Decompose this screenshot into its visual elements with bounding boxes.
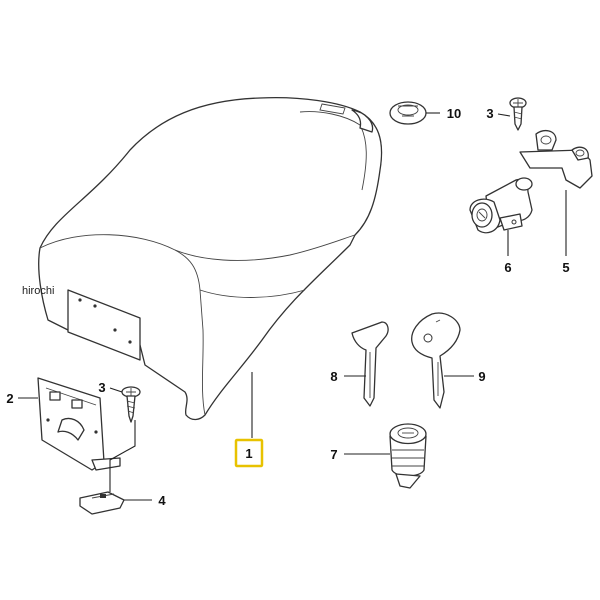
screw-part-left [121,386,141,423]
callout-9: 9 [478,369,485,384]
lock-cylinder-part [469,177,533,234]
callout-3-right: 3 [486,106,493,121]
callout-6: 6 [504,260,511,275]
mounting-bracket-part [37,377,121,471]
callout-2: 2 [6,391,13,406]
plain-key-part [351,321,389,407]
watermark-text: hirochi [22,285,54,297]
screw-part-right [509,97,527,131]
callout-3-left: 3 [98,380,105,395]
clip-nut-part [79,491,125,515]
callout-labels: 1 2 3 3 4 5 6 7 8 9 10 [6,106,569,508]
leader-lines [18,112,567,501]
key-with-head-part [411,312,461,409]
grommet-part [389,101,427,125]
callout-1: 1 [245,446,252,461]
callout-4: 4 [158,493,166,508]
lock-barrel-part [389,423,427,489]
seat-cowl-part [38,96,383,421]
latch-bracket-part [519,129,593,189]
callout-8: 8 [330,369,337,384]
callout-7: 7 [330,447,337,462]
callout-5: 5 [562,260,569,275]
callout-1-highlight [234,438,264,468]
callout-10: 10 [447,106,461,121]
